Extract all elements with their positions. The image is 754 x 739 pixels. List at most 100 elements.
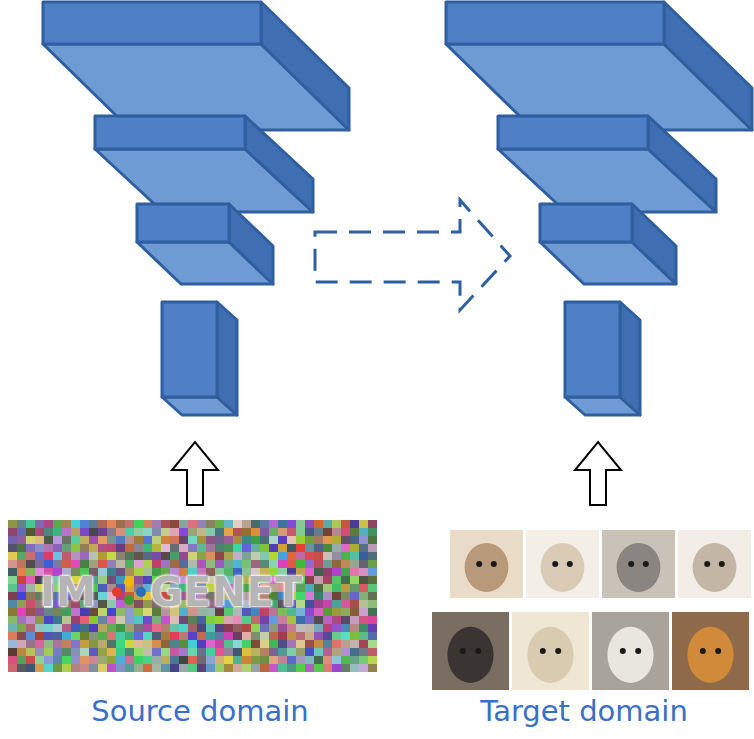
- mosaic-tile: [143, 664, 152, 672]
- mosaic-tile: [305, 552, 314, 560]
- mosaic-tile: [233, 544, 242, 552]
- animal-head: [447, 627, 493, 683]
- mosaic-tile: [53, 664, 62, 672]
- mosaic-tile: [368, 608, 377, 616]
- mosaic-tile: [170, 560, 179, 568]
- mosaic-tile: [359, 640, 368, 648]
- mosaic-tile: [44, 544, 53, 552]
- mosaic-tile: [8, 640, 17, 648]
- mosaic-tile: [53, 520, 62, 528]
- mosaic-tile: [332, 600, 341, 608]
- mosaic-tile: [134, 528, 143, 536]
- mosaic-tile: [26, 584, 35, 592]
- mosaic-tile: [107, 600, 116, 608]
- mosaic-tile: [116, 576, 125, 584]
- mosaic-tile: [89, 632, 98, 640]
- mosaic-tile: [26, 624, 35, 632]
- mosaic-tile: [134, 640, 143, 648]
- photo: [512, 612, 589, 690]
- mosaic-tile: [17, 568, 26, 576]
- mosaic-tile: [269, 520, 278, 528]
- mosaic-tile: [197, 632, 206, 640]
- mosaic-tile: [152, 632, 161, 640]
- mosaic-tile: [188, 544, 197, 552]
- mosaic-tile: [359, 536, 368, 544]
- mosaic-tile: [332, 632, 341, 640]
- animal-head: [693, 543, 737, 592]
- mosaic-tile: [323, 552, 332, 560]
- layer-face: [43, 2, 261, 44]
- mosaic-tile: [260, 632, 269, 640]
- mosaic-tile: [341, 640, 350, 648]
- mosaic-tile: [26, 648, 35, 656]
- mosaic-tile: [143, 648, 152, 656]
- mosaic-tile: [233, 664, 242, 672]
- mosaic-tile: [116, 632, 125, 640]
- mosaic-tile: [188, 552, 197, 560]
- mosaic-tile: [80, 648, 89, 656]
- mosaic-tile: [368, 576, 377, 584]
- mosaic-tile: [188, 640, 197, 648]
- mosaic-tile: [188, 528, 197, 536]
- mosaic-tile: [53, 544, 62, 552]
- mosaic-tile: [179, 640, 188, 648]
- mosaic-tile: [305, 616, 314, 624]
- mosaic-tile: [107, 568, 116, 576]
- mosaic-tile: [98, 520, 107, 528]
- mosaic-tile: [89, 624, 98, 632]
- mosaic-tile: [314, 656, 323, 664]
- mosaic-tile: [332, 568, 341, 576]
- mosaic-tile: [341, 632, 350, 640]
- mosaic-tile: [305, 528, 314, 536]
- mosaic-tile: [161, 616, 170, 624]
- mosaic-tile: [350, 536, 359, 544]
- mosaic-tile: [161, 544, 170, 552]
- mosaic-tile: [197, 520, 206, 528]
- mosaic-tile: [278, 528, 287, 536]
- mosaic-tile: [359, 616, 368, 624]
- eye: [460, 648, 466, 654]
- mosaic-tile: [287, 520, 296, 528]
- mosaic-tile: [143, 616, 152, 624]
- mosaic-tile: [251, 616, 260, 624]
- mosaic-tile: [269, 536, 278, 544]
- mosaic-tile: [8, 592, 17, 600]
- mosaic-tile: [125, 632, 134, 640]
- mosaic-tile: [35, 656, 44, 664]
- mosaic-tile: [323, 664, 332, 672]
- mosaic-tile: [278, 656, 287, 664]
- mosaic-tile: [269, 544, 278, 552]
- mosaic-tile: [62, 536, 71, 544]
- mosaic-tile: [143, 632, 152, 640]
- mosaic-tile: [305, 640, 314, 648]
- mosaic-tile: [341, 568, 350, 576]
- mosaic-tile: [323, 608, 332, 616]
- mosaic-tile: [215, 560, 224, 568]
- mosaic-tile: [71, 520, 80, 528]
- mosaic-tile: [278, 520, 287, 528]
- mosaic-tile: [125, 528, 134, 536]
- mosaic-tile: [197, 616, 206, 624]
- mosaic-tile: [98, 648, 107, 656]
- mosaic-tile: [269, 648, 278, 656]
- mosaic-tile: [323, 536, 332, 544]
- mosaic-tile: [323, 640, 332, 648]
- mosaic-tile: [251, 520, 260, 528]
- mosaic-tile: [53, 640, 62, 648]
- mosaic-tile: [35, 544, 44, 552]
- mosaic-tile: [314, 544, 323, 552]
- mosaic-tile: [206, 552, 215, 560]
- mosaic-tile: [62, 528, 71, 536]
- mosaic-tile: [350, 568, 359, 576]
- input-arrow: [575, 442, 621, 505]
- mosaic-tile: [233, 528, 242, 536]
- mosaic-tile: [341, 560, 350, 568]
- mosaic-tile: [53, 632, 62, 640]
- mosaic-tile: [53, 552, 62, 560]
- mosaic-tile: [17, 616, 26, 624]
- mosaic-tile: [8, 664, 17, 672]
- mosaic-tile: [125, 552, 134, 560]
- mosaic-tile: [143, 624, 152, 632]
- mosaic-tile: [62, 640, 71, 648]
- mosaic-tile: [314, 536, 323, 544]
